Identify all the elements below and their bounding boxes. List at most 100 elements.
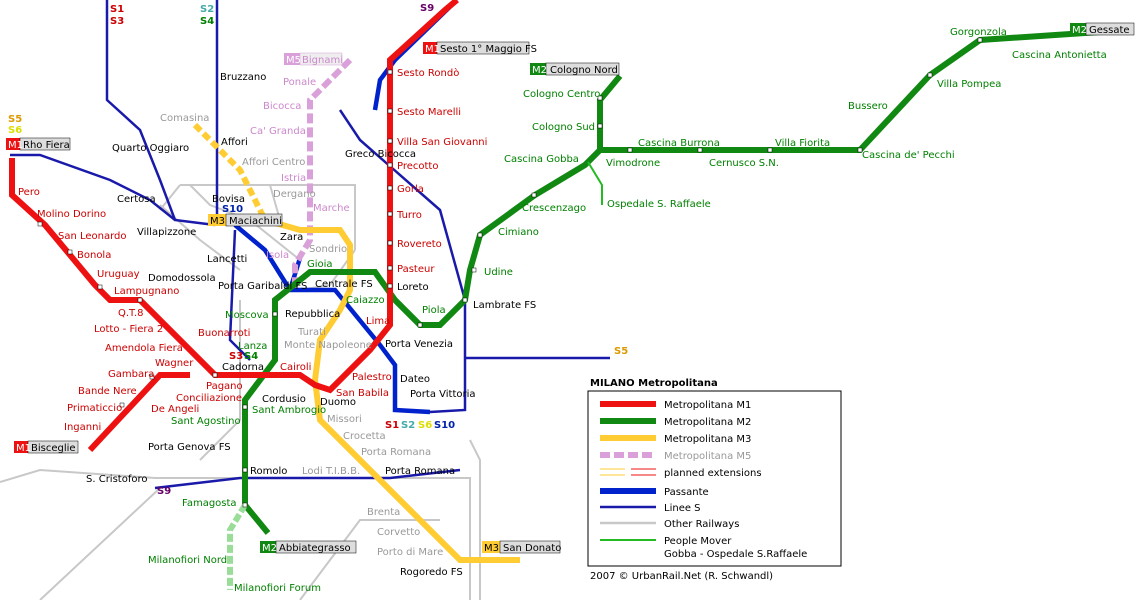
svg-text:Bisceglie: Bisceglie	[31, 443, 76, 454]
svg-text:M1: M1	[16, 443, 31, 454]
svg-text:Domodossola: Domodossola	[148, 273, 216, 284]
svg-text:M2: M2	[1072, 25, 1087, 36]
svg-text:Bussero: Bussero	[848, 101, 888, 112]
svg-text:Sesto Rondò: Sesto Rondò	[397, 67, 459, 79]
svg-text:Turro: Turro	[396, 210, 422, 221]
svg-text:Porta Genova FS: Porta Genova FS	[148, 442, 231, 453]
s6-vittoria-label: S6	[418, 420, 432, 431]
svg-text:People Mover: People Mover	[664, 536, 732, 547]
svg-text:Cascina de' Pecchi: Cascina de' Pecchi	[862, 150, 955, 161]
svg-text:Gorgonzola: Gorgonzola	[950, 27, 1007, 38]
svg-text:Porta Romana: Porta Romana	[361, 447, 431, 458]
svg-text:Abbiategrasso: Abbiategrasso	[279, 543, 351, 554]
credit: 2007 © UrbanRail.Net (R. Schwandl)	[590, 571, 773, 582]
svg-text:Amendola Fiera: Amendola Fiera	[105, 343, 183, 354]
svg-text:Bruzzano: Bruzzano	[220, 72, 266, 83]
line-m2-extension	[227, 503, 248, 590]
svg-text:Loreto: Loreto	[397, 282, 429, 293]
svg-text:Zara: Zara	[280, 232, 303, 243]
svg-text:Lotto - Fiera 2: Lotto - Fiera 2	[94, 324, 163, 335]
svg-text:Udine: Udine	[484, 267, 513, 278]
m2-labels: Cologno Centro Cologno Sud Cascina Gobba…	[148, 27, 1107, 594]
svg-text:Cascina Burrona: Cascina Burrona	[638, 138, 720, 149]
svg-text:Piola: Piola	[422, 305, 446, 316]
svg-text:Caiazzo: Caiazzo	[346, 295, 385, 306]
s5-left-label: S5	[8, 114, 22, 125]
svg-text:Metropolitana M1: Metropolitana M1	[664, 400, 751, 411]
svg-text:Other Railways: Other Railways	[664, 519, 739, 530]
svg-text:Sesto Marelli: Sesto Marelli	[397, 107, 461, 118]
svg-text:Affori: Affori	[221, 137, 248, 148]
svg-text:Isola: Isola	[266, 250, 289, 261]
svg-text:Cologno Nord: Cologno Nord	[550, 65, 618, 76]
svg-text:Metropolitana M2: Metropolitana M2	[664, 417, 751, 428]
svg-text:Primaticcio: Primaticcio	[67, 403, 122, 414]
svg-text:Lampugnano: Lampugnano	[114, 286, 179, 297]
svg-text:Sant Ambrogio: Sant Ambrogio	[252, 405, 326, 416]
svg-text:M3: M3	[484, 543, 499, 554]
m5-labels: Ponale Bicocca Ca' Granda Istria Marche …	[250, 77, 350, 261]
line-m5	[292, 57, 353, 290]
svg-text:Affori Centro: Affori Centro	[242, 157, 305, 168]
svg-text:Dateo: Dateo	[400, 374, 430, 385]
svg-text:Pagano: Pagano	[206, 381, 243, 392]
svg-text:Ca' Granda: Ca' Granda	[250, 126, 306, 137]
svg-text:Ponale: Ponale	[283, 77, 316, 88]
svg-text:Corvetto: Corvetto	[377, 527, 420, 538]
svg-text:Lancetti: Lancetti	[207, 254, 247, 265]
svg-text:Rogoredo FS: Rogoredo FS	[400, 567, 463, 578]
svg-text:Buonarroti: Buonarroti	[198, 328, 250, 339]
svg-text:Villa Fiorita: Villa Fiorita	[775, 138, 830, 149]
svg-text:Molino Dorino: Molino Dorino	[37, 209, 106, 220]
svg-text:Bovisa: Bovisa	[212, 194, 245, 205]
svg-text:Sant Agostino: Sant Agostino	[171, 416, 241, 427]
rail-labels: Bruzzano Quarto Oggiaro Certosa Villapiz…	[86, 72, 476, 485]
svg-text:Monte Napoleone: Monte Napoleone	[284, 340, 372, 351]
svg-text:Bande Nere: Bande Nere	[78, 386, 137, 397]
s10-bovisa-label: S10	[222, 204, 243, 215]
svg-text:Cordusio: Cordusio	[262, 394, 306, 405]
svg-text:Milanofiori Forum: Milanofiori Forum	[234, 583, 321, 594]
svg-text:Palestro: Palestro	[352, 372, 392, 383]
terminus-m3-sandonato: M3 San Donato	[482, 540, 561, 554]
svg-text:Repubblica: Repubblica	[285, 309, 340, 320]
svg-text:Metropolitana M3: Metropolitana M3	[664, 434, 751, 445]
s4-cadorna-label: S4	[244, 351, 258, 362]
svg-text:San Donato: San Donato	[503, 543, 561, 554]
svg-text:Maciachini: Maciachini	[229, 216, 282, 227]
svg-text:Wagner: Wagner	[155, 358, 194, 369]
s2-vittoria-label: S2	[401, 420, 415, 431]
svg-text:Sondrio: Sondrio	[309, 244, 347, 255]
svg-text:San Leonardo: San Leonardo	[58, 231, 127, 242]
s9-cristoforo-label: S9	[157, 486, 171, 497]
svg-text:De Angeli: De Angeli	[151, 404, 199, 415]
svg-text:Pasteur: Pasteur	[397, 264, 435, 275]
s2-top-label: S2	[200, 4, 214, 15]
svg-text:Lambrate FS: Lambrate FS	[473, 300, 536, 311]
svg-text:Cadorna: Cadorna	[222, 362, 264, 373]
s3-top-label: S3	[110, 16, 124, 27]
s1-top-label: S1	[110, 4, 124, 15]
svg-text:Porta Vittoria: Porta Vittoria	[410, 389, 476, 400]
svg-text:Centrale FS: Centrale FS	[315, 279, 373, 290]
people-mover-line	[587, 161, 603, 205]
svg-text:Pero: Pero	[18, 187, 40, 198]
svg-text:Lima: Lima	[366, 316, 390, 327]
svg-text:Cimiano: Cimiano	[498, 227, 539, 238]
svg-text:Cairoli: Cairoli	[280, 362, 311, 373]
svg-text:Porto di Mare: Porto di Mare	[377, 547, 443, 558]
svg-text:Metropolitana M5: Metropolitana M5	[664, 451, 751, 462]
svg-text:M2: M2	[262, 543, 277, 554]
svg-text:Gioia: Gioia	[307, 259, 333, 270]
svg-text:Milanofiori Nord: Milanofiori Nord	[148, 555, 227, 566]
svg-text:M2: M2	[532, 65, 547, 76]
svg-text:Famagosta: Famagosta	[182, 498, 237, 509]
svg-text:Lodi T.I.B.B.: Lodi T.I.B.B.	[302, 466, 360, 477]
svg-text:Villa San Giovanni: Villa San Giovanni	[397, 137, 487, 148]
line-m1	[9, 0, 459, 453]
svg-text:Comasina: Comasina	[160, 113, 209, 124]
svg-text:planned extensions: planned extensions	[664, 468, 762, 479]
svg-text:Turati: Turati	[297, 327, 326, 338]
